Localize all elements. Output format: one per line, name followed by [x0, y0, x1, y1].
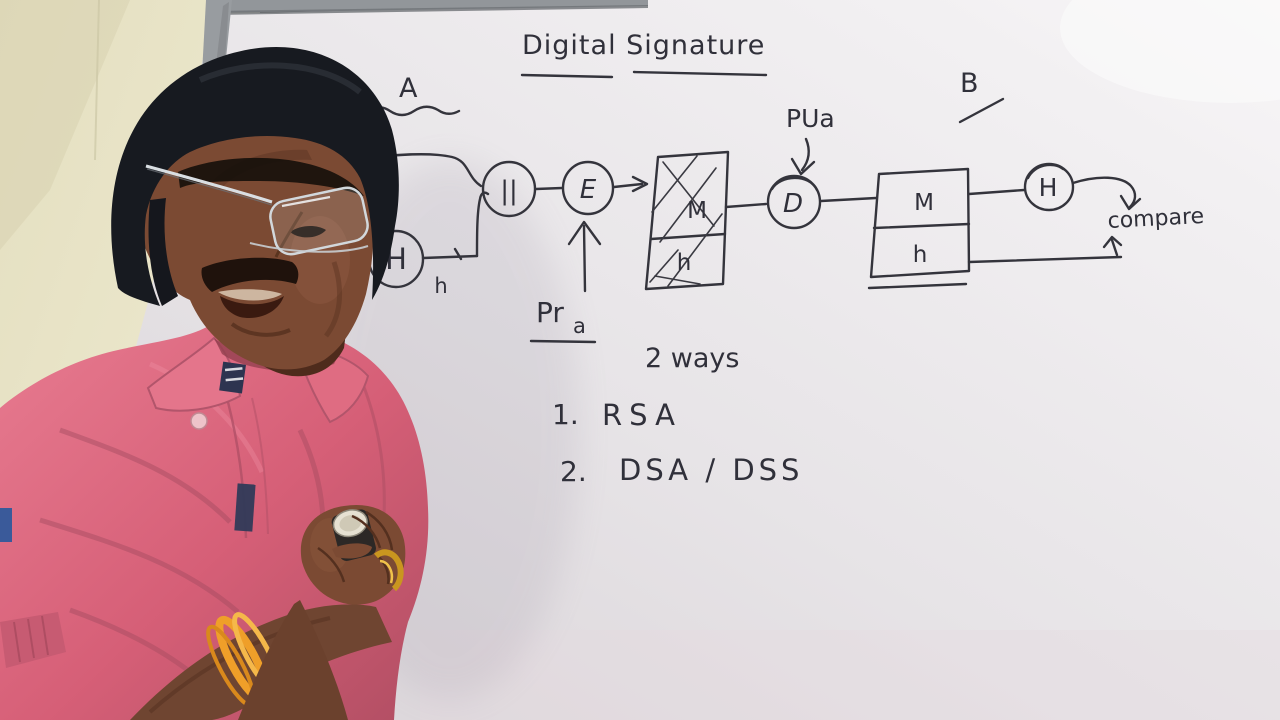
label-sender-a: A	[399, 73, 418, 104]
bundle1-outline	[644, 150, 730, 291]
cheek-highlight	[290, 216, 350, 304]
board-title: Digital Signature	[522, 30, 765, 61]
signed-bundle-box: M h	[644, 150, 730, 291]
hash-out-tick	[453, 247, 463, 261]
hash-compare-arrow-head	[1119, 194, 1142, 211]
public-key-arrow	[800, 137, 810, 172]
board-reflection	[1060, 0, 1280, 103]
hair-highlight	[198, 62, 362, 95]
nose-line	[274, 211, 304, 258]
cuff-ribbing	[13, 615, 49, 663]
decrypt-label: D	[783, 189, 803, 219]
bundle2-divider	[872, 222, 971, 230]
encrypt-circle	[561, 160, 615, 216]
finger-over-marker	[332, 543, 372, 559]
board-lower-tint	[420, 630, 1280, 720]
shirt-highlight	[148, 361, 265, 474]
brow-shadow	[178, 157, 364, 196]
label-receiver-b: B	[960, 68, 979, 99]
forehead-shade	[212, 149, 312, 190]
encrypt-label: E	[580, 175, 597, 205]
decrypt-circle	[766, 174, 822, 230]
hash-out-line	[421, 254, 479, 260]
eyeglasses	[145, 164, 369, 256]
jaw-shadow	[323, 261, 342, 338]
hash-output-label: h	[434, 274, 447, 298]
concat-label: ||	[500, 176, 518, 206]
glasses-temple-arm	[145, 164, 273, 204]
face	[135, 128, 374, 370]
finger-lines	[317, 510, 394, 585]
mouth	[220, 296, 284, 319]
public-key-label: PUa	[786, 104, 835, 133]
title-underline-1	[520, 73, 614, 79]
private-key-underline	[529, 339, 597, 344]
shirt-button	[190, 412, 208, 430]
bundle2-outline	[869, 167, 971, 279]
way2-num: 2.	[560, 455, 587, 488]
bundle1-bottom-label: h	[677, 250, 692, 276]
placket-tag	[234, 483, 256, 532]
gold-ring	[373, 549, 404, 592]
hash-receiver-label: H	[1039, 173, 1058, 202]
left-forearm	[130, 604, 392, 720]
eye	[290, 226, 326, 238]
glasses-bottom-rim	[249, 242, 369, 253]
glasses-temple-shadow	[146, 168, 273, 206]
glasses-glint	[281, 195, 331, 208]
sideburn	[148, 198, 178, 306]
encrypt-arrow-line	[612, 182, 644, 189]
concat-encrypt-line	[534, 186, 564, 191]
way1-num: 1.	[552, 398, 579, 431]
public-key-arrow-head	[790, 157, 816, 176]
wall-corner-line	[94, 0, 100, 161]
h-compare-line	[967, 255, 1123, 264]
label-b-underline	[958, 97, 1005, 124]
teeth	[218, 289, 282, 301]
hash-riser-line	[475, 191, 490, 258]
digital-signature-diagram: Digital Signature A B H h || E Pr a	[334, 30, 1205, 488]
h-compare-arrow	[1110, 238, 1119, 257]
bundle1-top-label: M	[687, 198, 707, 224]
hair	[111, 47, 399, 307]
way2-label: DSA / DSS	[619, 453, 803, 487]
person	[0, 47, 429, 720]
private-key-label: Pr	[536, 296, 564, 329]
bundle2-hash-line	[967, 188, 1026, 196]
collar-tag	[219, 361, 246, 394]
face-skin	[135, 128, 374, 370]
way1-label: RSA	[602, 398, 682, 432]
bundle2-base-line	[867, 282, 968, 290]
decrypt-out-line	[819, 196, 878, 203]
right-arm	[238, 504, 406, 720]
ways-heading: 2 ways	[645, 343, 739, 374]
mustache	[201, 257, 299, 292]
sleeve-patch	[0, 508, 12, 542]
private-key-arrow	[582, 224, 587, 293]
compare-label: compare	[1107, 204, 1205, 234]
decrypt-circle-redraw	[770, 176, 819, 192]
private-key-sub: a	[573, 314, 586, 338]
bundle2-top-label: M	[914, 190, 934, 216]
title-underline-2	[632, 70, 768, 77]
placket-seam-2	[251, 397, 269, 535]
bundle2-bottom-label: h	[913, 242, 928, 268]
private-key-arrow-head	[567, 220, 602, 246]
hash-receiver-redraw	[1026, 163, 1065, 180]
encrypt-arrow-head	[631, 175, 649, 193]
right-forearm	[238, 600, 348, 720]
board-frame-top-edge	[213, 5, 648, 15]
chin-crease	[230, 322, 291, 337]
h-compare-arrow-head	[1102, 235, 1123, 249]
bundle1-hatching	[649, 155, 723, 287]
recovered-bundle-box: M h	[867, 167, 971, 290]
bundle-decrypt-line	[724, 202, 768, 209]
sleeve-cuff	[0, 612, 66, 668]
hash-compare-hook	[1071, 176, 1137, 209]
